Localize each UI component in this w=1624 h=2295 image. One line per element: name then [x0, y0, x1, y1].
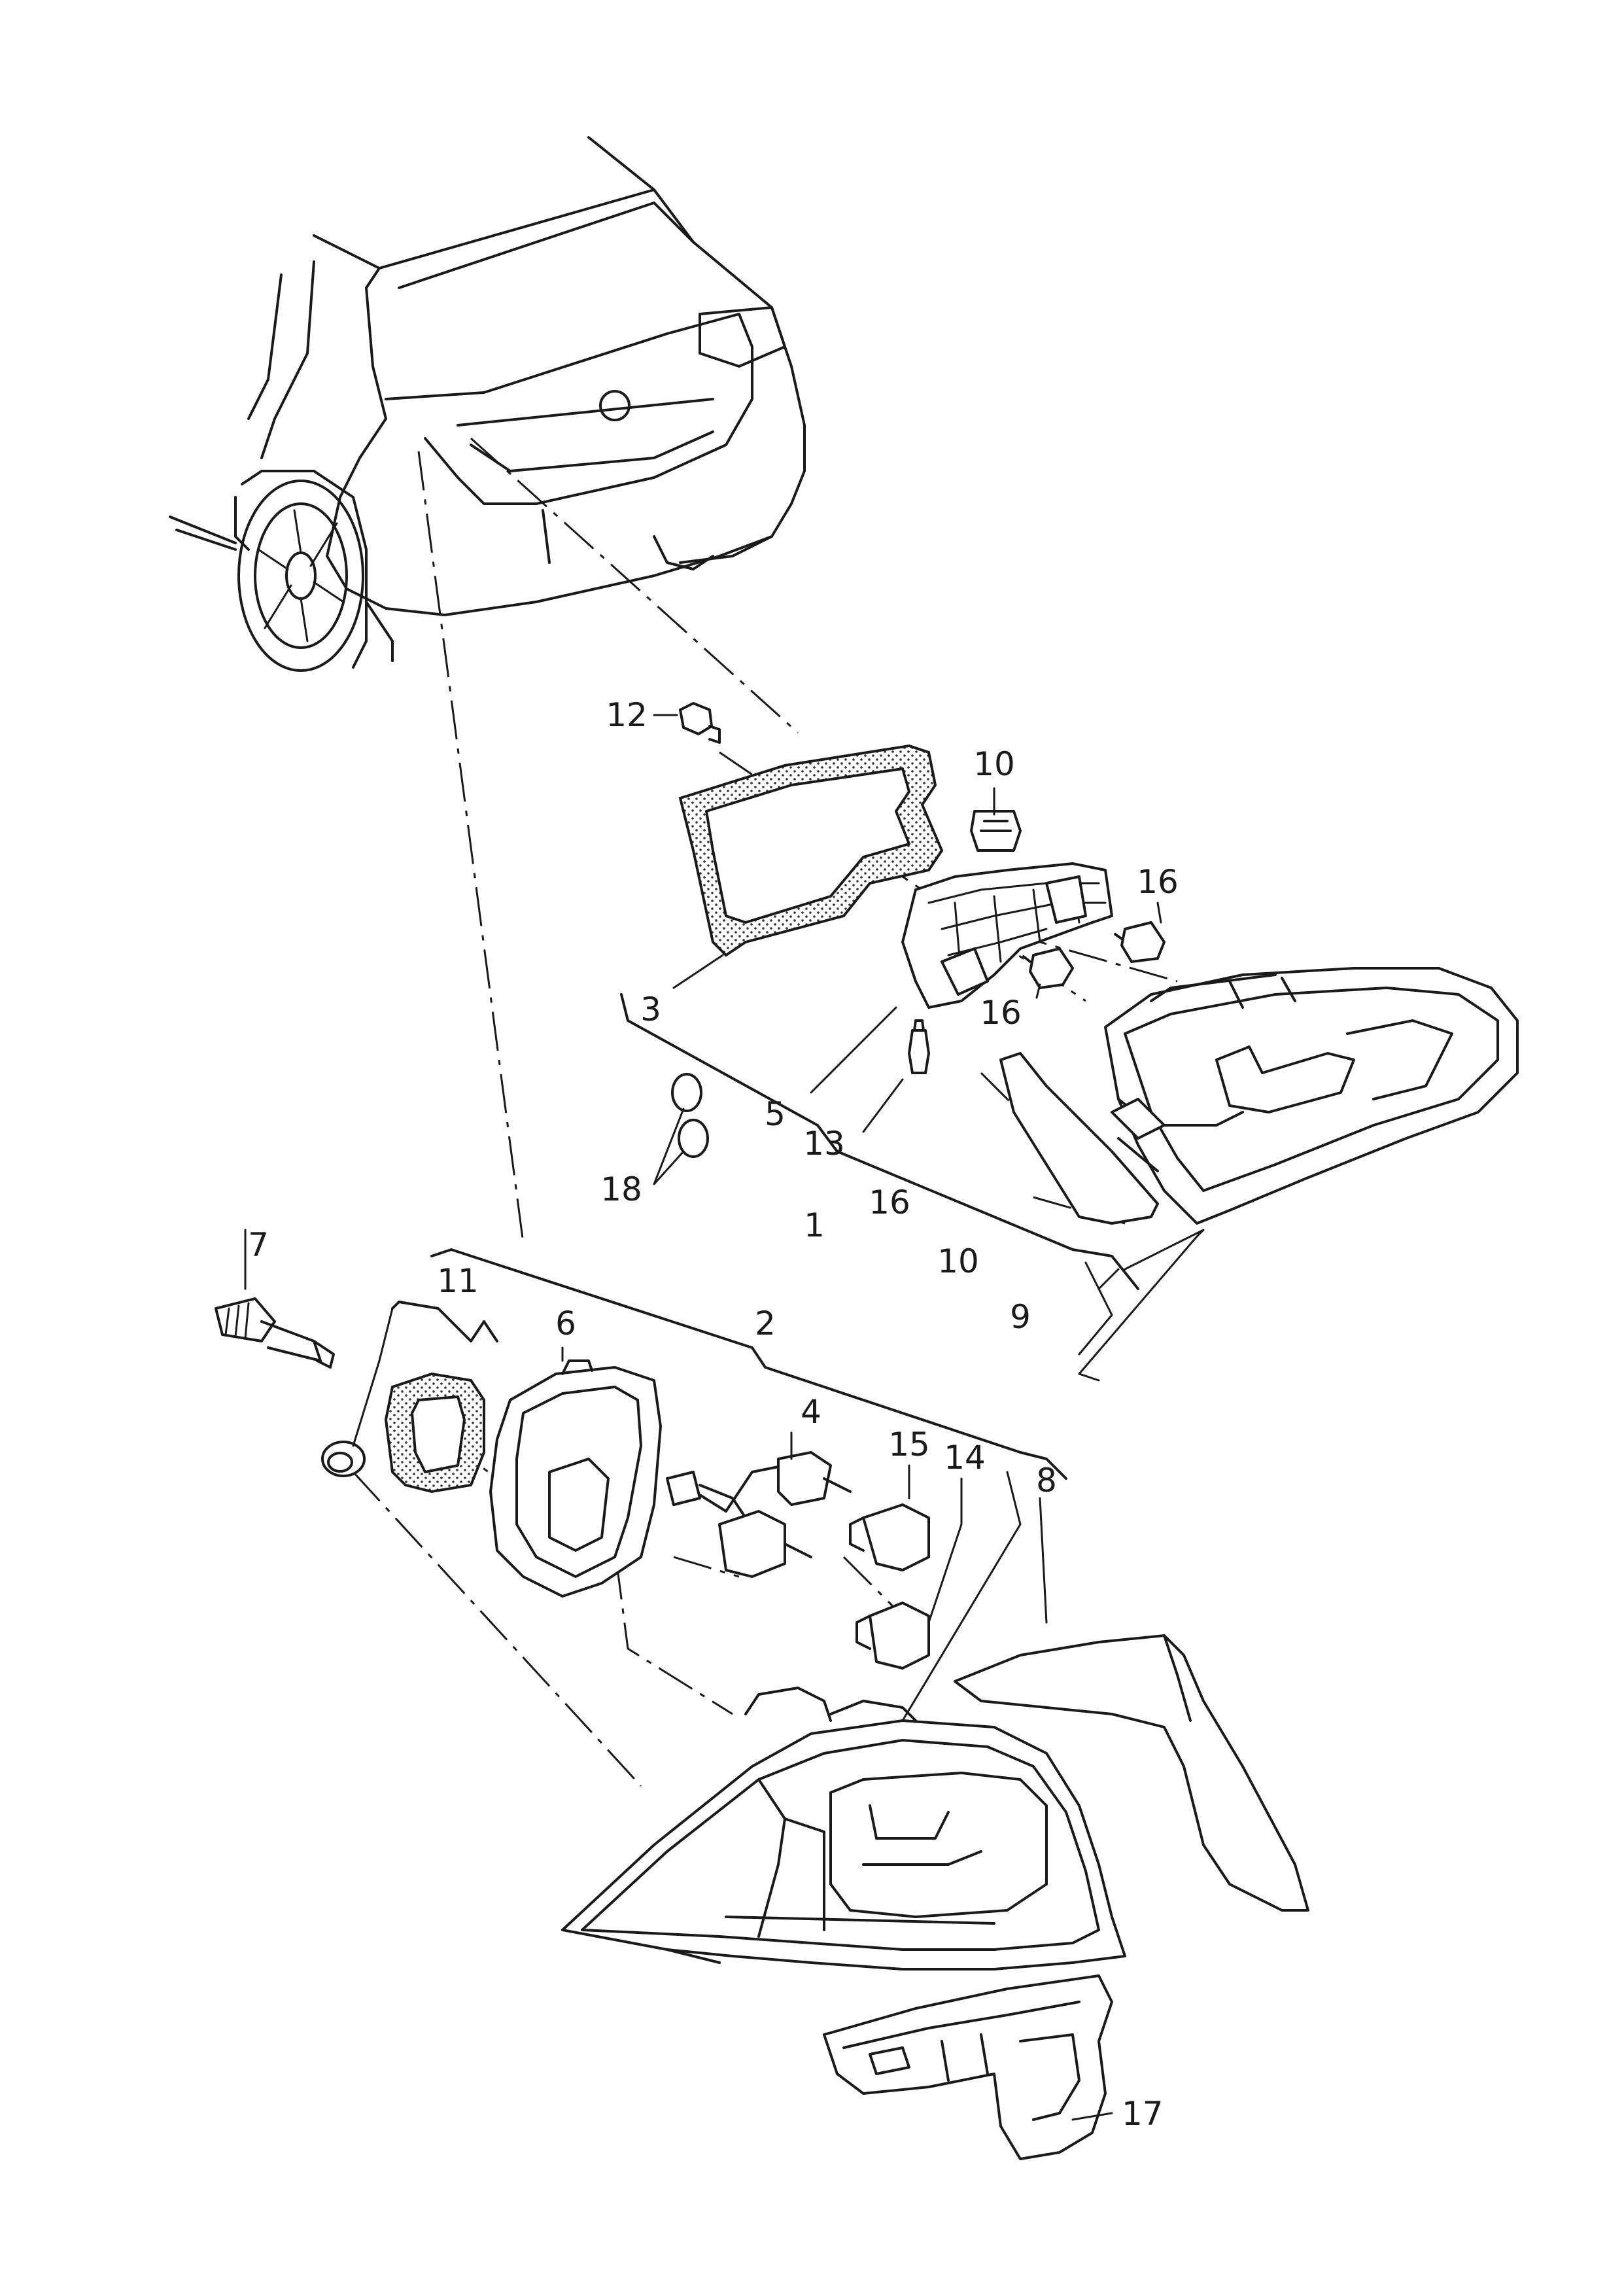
callout-6: 6	[555, 1305, 576, 1342]
callout-18: 18	[600, 1170, 642, 1208]
part-9-reflector-strip	[999, 1052, 1159, 1225]
callout-1: 1	[804, 1206, 825, 1244]
part-18-cap-upper	[671, 1073, 702, 1112]
callout-labels: 12 10 16 3 16 5 13 18 16 1 10 9 7 11 6 2…	[248, 696, 1179, 2133]
callout-2: 2	[755, 1305, 776, 1342]
callout-17: 17	[1122, 2095, 1164, 2133]
callout-16-right: 16	[1137, 863, 1179, 901]
part-14-bulb	[855, 1602, 930, 1670]
part-6-bulb-carrier	[489, 1366, 662, 1598]
vehicle-rear-illustration	[169, 136, 806, 672]
callout-16-lower: 16	[980, 994, 1022, 1032]
inner-tail-light-group	[671, 702, 1519, 1225]
part-17-bracket	[823, 1974, 1113, 2160]
part-16-bulb-lower	[1022, 947, 1074, 989]
callout-13: 13	[803, 1125, 845, 1163]
callout-16-group: 16	[869, 1183, 910, 1221]
callout-3: 3	[640, 990, 661, 1028]
grommet	[321, 1441, 366, 1477]
part-16-bulb-upper	[1114, 921, 1166, 963]
callout-10-group: 10	[937, 1242, 979, 1280]
part-10-bulb-holder	[970, 810, 1022, 852]
outer-tail-light-group	[215, 1297, 1309, 2160]
callout-4: 4	[801, 1393, 821, 1431]
callout-10-upper: 10	[973, 745, 1015, 783]
part-18-cap-lower	[678, 1119, 709, 1158]
part-8-cover	[954, 1634, 1309, 1912]
callout-11: 11	[437, 1262, 479, 1300]
callout-8: 8	[1036, 1462, 1057, 1499]
callout-7: 7	[248, 1226, 269, 1264]
callout-15: 15	[888, 1426, 930, 1463]
callout-9: 9	[1010, 1298, 1031, 1336]
callout-12: 12	[606, 696, 648, 734]
part-15-bulb	[849, 1503, 930, 1571]
part-2-outer-lamp-housing	[561, 1687, 1126, 1971]
callout-5: 5	[765, 1095, 786, 1133]
part-12-nut	[679, 702, 721, 744]
part-13-bulb	[908, 1019, 930, 1074]
callout-14: 14	[944, 1439, 986, 1477]
inner-lamp-housing	[1104, 967, 1519, 1225]
callout-leaders	[244, 714, 1205, 2121]
part-4-wiring-harness	[666, 1451, 852, 1578]
part-7-screw	[215, 1297, 335, 1369]
